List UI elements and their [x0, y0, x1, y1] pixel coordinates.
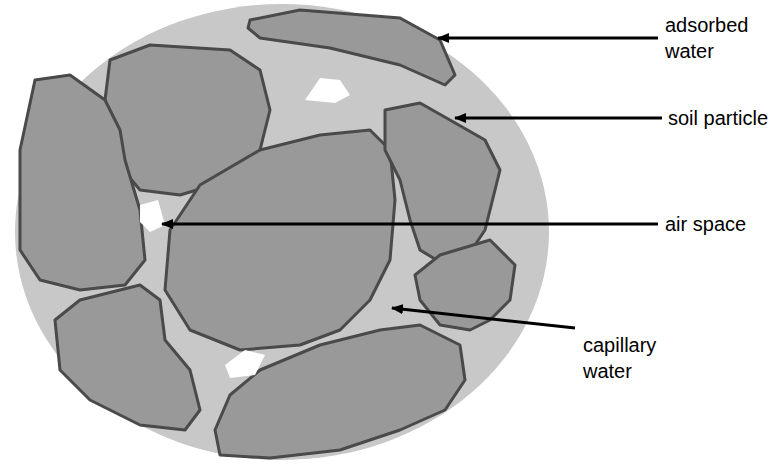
leader-line [438, 37, 658, 40]
part-label: adsorbed water [665, 12, 748, 64]
air-space [225, 350, 265, 378]
leader-line [162, 223, 658, 226]
soil-particle [248, 10, 455, 85]
part-label: capillary water [583, 332, 656, 384]
air-space [140, 200, 165, 232]
part-label: air space [665, 211, 746, 237]
leader-line [455, 117, 662, 120]
soil-particle [55, 285, 200, 430]
water-film [15, 4, 549, 460]
soil-particle [20, 75, 145, 290]
soil-particle [165, 130, 395, 350]
air-space [305, 78, 350, 103]
soil-particle [215, 325, 465, 458]
leader-line [392, 308, 575, 328]
part-label: soil particle [668, 105, 768, 131]
